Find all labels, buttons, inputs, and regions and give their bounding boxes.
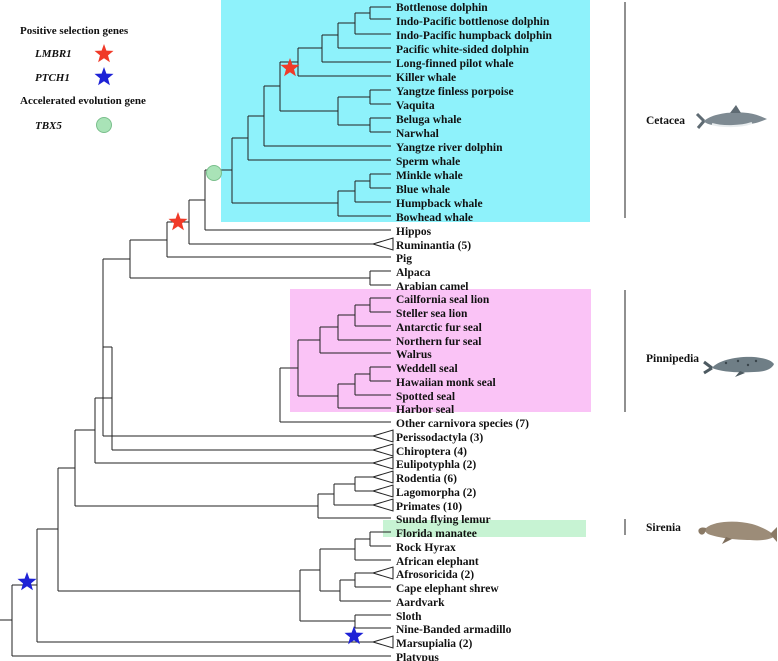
collapsed-clade-triangle	[371, 635, 394, 649]
taxon-label: Platypus	[396, 652, 439, 661]
taxon-label: Other carnivora species (7)	[396, 418, 529, 430]
taxon-label: Steller sea lion	[396, 308, 468, 320]
taxon-label: African elephant	[396, 556, 479, 568]
taxon-label: Rock Hyrax	[396, 542, 456, 554]
taxon-label: Rodentia (6)	[396, 473, 457, 485]
taxon-label: Sperm whale	[396, 156, 460, 168]
taxon-label: Marsupialia (2)	[396, 638, 473, 650]
taxon-label: Yangtze river dolphin	[396, 142, 503, 154]
taxon-label: Northern fur seal	[396, 336, 481, 348]
taxon-label: Lagomorpha (2)	[396, 487, 476, 499]
ptch1-star-root-marker	[17, 572, 37, 591]
collapsed-clade-triangle	[371, 498, 394, 512]
taxon-label: Arabian camel	[396, 281, 469, 293]
taxon-label: Chiroptera (4)	[396, 446, 467, 458]
taxon-label: Cailfornia seal lion	[396, 294, 490, 306]
taxon-label: Bottlenose dolphin	[396, 2, 488, 14]
collapsed-clade-triangle	[371, 443, 394, 457]
taxon-label: Yangtze finless porpoise	[396, 86, 514, 98]
blue-star-icon	[94, 67, 114, 86]
taxon-label: Ruminantia (5)	[396, 240, 471, 252]
taxon-label: Weddell seal	[396, 363, 458, 375]
taxon-label: Eulipotyphla (2)	[396, 459, 476, 471]
taxon-label: Narwhal	[396, 128, 439, 140]
taxon-label: Killer whale	[396, 72, 456, 84]
clade-label-cetacea: Cetacea	[646, 115, 685, 127]
manatee-illustration	[698, 521, 777, 544]
taxon-label: Cape elephant shrew	[396, 583, 499, 595]
taxon-label: Primates (10)	[396, 501, 462, 513]
taxon-labels: Bottlenose dolphin Indo-Pacific bottleno…	[396, 2, 553, 661]
taxon-label: Hippos	[396, 226, 432, 238]
pinnipedia-highlight-box	[290, 289, 591, 412]
lmbr1-star-cetacea-marker	[280, 58, 300, 77]
taxon-label: Harbor seal	[396, 404, 454, 416]
taxon-label: Indo-Pacific humpback dolphin	[396, 30, 553, 42]
clade-label-sirenia: Sirenia	[646, 522, 681, 534]
taxon-label: Humpback whale	[396, 198, 483, 210]
tbx5-circle-cetacea-marker	[206, 165, 222, 181]
sirenia-highlight-box	[383, 520, 586, 537]
legend-positive-selection-title: Positive selection genes	[20, 25, 129, 37]
taxon-label: Nine-Banded armadillo	[396, 624, 512, 636]
taxon-label: Spotted seal	[396, 391, 455, 403]
taxon-label: Perissodactyla (3)	[396, 432, 483, 444]
taxon-label: Hawaiian monk seal	[396, 377, 496, 389]
taxon-label: Long-finned pilot whale	[396, 58, 514, 70]
lmbr1-star-whippomorpha-marker	[168, 212, 188, 231]
collapsed-clade-triangle	[371, 566, 394, 580]
legend-gene-tbx5: TBX5	[35, 120, 62, 132]
taxon-label: Florida manatee	[396, 528, 477, 540]
taxon-label: Pig	[396, 253, 412, 265]
legend: Positive selection genes LMBR1 PTCH1 Acc…	[20, 25, 146, 133]
taxon-label: Pacific white-sided dolphin	[396, 44, 530, 56]
collapsed-clade-markers	[371, 237, 394, 649]
seal-illustration	[703, 356, 774, 377]
taxon-label: Sunda flying lemur	[396, 514, 491, 526]
collapsed-clade-triangle	[371, 429, 394, 443]
legend-gene-ptch1: PTCH1	[35, 72, 70, 84]
taxon-label: Vaquita	[396, 100, 435, 112]
ptch1-star-marsupialia-marker	[344, 626, 364, 645]
taxon-label: Blue whale	[396, 184, 450, 196]
green-circle-icon	[96, 117, 112, 133]
legend-accelerated-title: Accelerated evolution gene	[20, 95, 146, 107]
taxon-label: Sloth	[396, 611, 422, 623]
clade-label-pinnipedia: Pinnipedia	[646, 353, 699, 365]
taxon-label: Beluga whale	[396, 114, 462, 126]
red-star-icon	[94, 44, 114, 63]
taxon-label: Walrus	[396, 349, 432, 361]
taxon-label: Aardvark	[396, 597, 445, 609]
collapsed-clade-triangle	[371, 484, 394, 498]
taxon-label: Bowhead whale	[396, 212, 473, 224]
collapsed-clade-triangle	[371, 456, 394, 470]
taxon-label: Antarctic fur seal	[396, 322, 482, 334]
taxon-label: Minkle whale	[396, 170, 463, 182]
legend-gene-lmbr1: LMBR1	[34, 48, 72, 60]
collapsed-clade-triangle	[371, 237, 394, 251]
taxon-label: Indo-Pacific bottlenose dolphin	[396, 16, 550, 28]
dolphin-illustration	[695, 105, 767, 129]
taxon-label: Alpaca	[396, 267, 431, 279]
tree-branches	[0, 6, 391, 657]
collapsed-clade-triangle	[371, 470, 394, 484]
taxon-label: Afrosoricida (2)	[396, 569, 474, 581]
